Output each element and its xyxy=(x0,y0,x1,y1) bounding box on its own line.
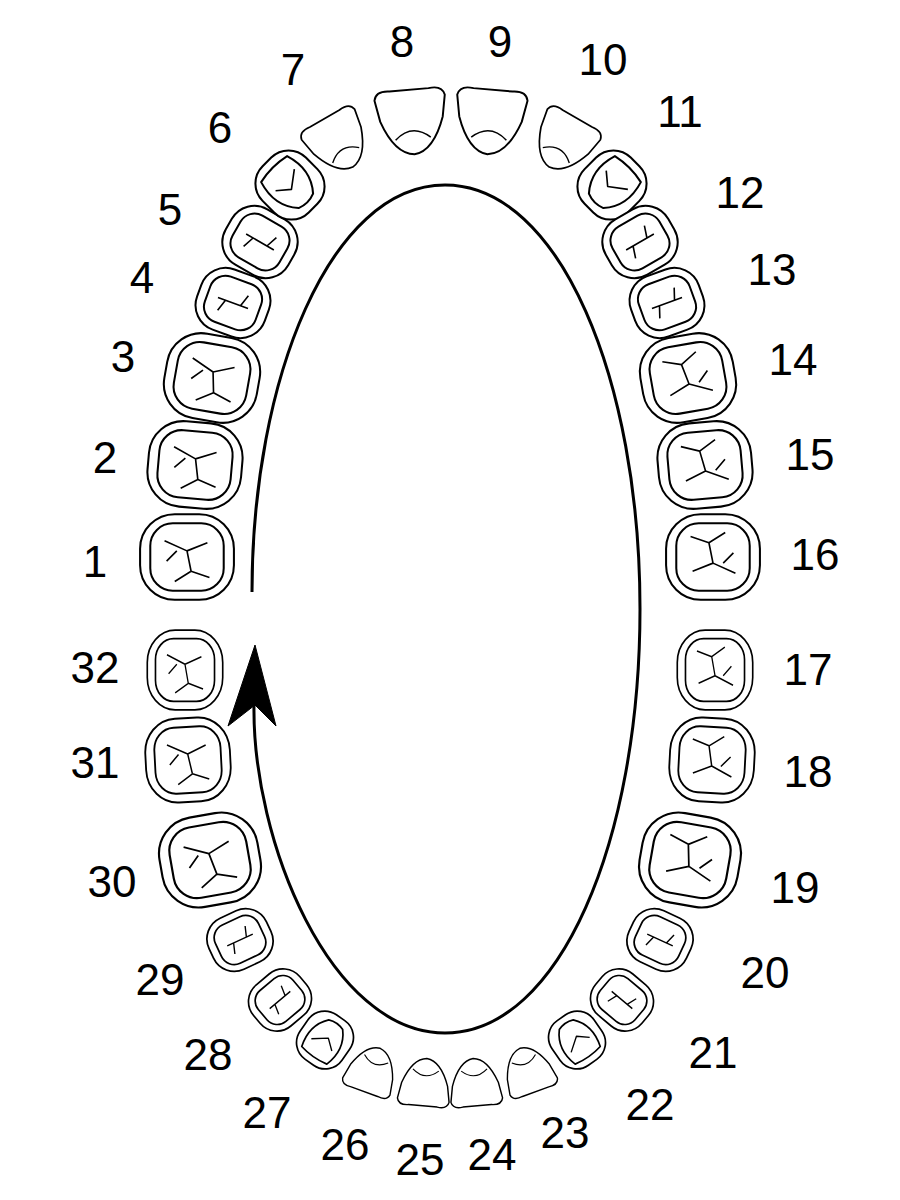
tooth xyxy=(158,328,265,429)
tooth-number: 18 xyxy=(784,750,833,794)
tooth xyxy=(145,418,246,512)
tooth xyxy=(655,418,756,512)
tooth xyxy=(666,514,760,600)
tooth-number: 13 xyxy=(748,248,797,292)
tooth-number: 22 xyxy=(626,1083,675,1127)
tooth xyxy=(397,1056,453,1108)
tooth xyxy=(147,630,222,710)
tooth xyxy=(298,103,379,182)
tooth xyxy=(582,960,663,1040)
tooth-number: 30 xyxy=(88,860,137,904)
tooth-number: 31 xyxy=(71,741,120,785)
tooth-number: 2 xyxy=(93,436,117,480)
tooth-number: 17 xyxy=(784,648,833,692)
tooth-number: 23 xyxy=(541,1111,590,1155)
tooth xyxy=(140,514,234,600)
tooth-number: 24 xyxy=(468,1133,517,1177)
tooth-number: 12 xyxy=(716,171,765,215)
tooth-number: 16 xyxy=(791,533,840,577)
tooth xyxy=(153,807,267,914)
tooth-number: 14 xyxy=(769,338,818,382)
tooth-number: 26 xyxy=(321,1123,370,1167)
tooth-number: 27 xyxy=(243,1091,292,1135)
arrow-head xyxy=(228,645,276,726)
tooth xyxy=(677,630,752,710)
tooth-number: 28 xyxy=(184,1033,233,1077)
tooth xyxy=(199,901,280,979)
tooth-number: 1 xyxy=(83,540,107,584)
direction-arrow xyxy=(252,185,640,1033)
tooth-number: 10 xyxy=(579,38,628,82)
tooth-number: 25 xyxy=(396,1138,445,1182)
tooth-number: 5 xyxy=(158,188,182,232)
tooth-number: 11 xyxy=(657,90,703,134)
tooth-number: 3 xyxy=(111,335,135,379)
tooth-number: 8 xyxy=(390,20,414,64)
tooth-number: 6 xyxy=(208,106,232,150)
tooth-number: 15 xyxy=(786,433,835,477)
tooth-number: 7 xyxy=(281,48,305,92)
tooth-number: 19 xyxy=(771,866,820,910)
tooth-number: 21 xyxy=(689,1031,738,1075)
tooth-number: 4 xyxy=(130,256,154,300)
tooth xyxy=(144,716,233,804)
tooth xyxy=(447,1056,503,1108)
tooth xyxy=(452,86,528,157)
tooth xyxy=(374,86,450,157)
tooth xyxy=(668,716,757,804)
tooth xyxy=(341,1040,404,1101)
tooth-number: 20 xyxy=(741,951,790,995)
tooth-number: 29 xyxy=(136,958,185,1002)
tooth xyxy=(496,1040,559,1101)
tooth-number: 32 xyxy=(71,646,120,690)
tooth xyxy=(619,901,700,979)
tooth xyxy=(633,807,747,914)
tooth-number: 9 xyxy=(488,20,512,64)
tooth xyxy=(634,328,741,429)
